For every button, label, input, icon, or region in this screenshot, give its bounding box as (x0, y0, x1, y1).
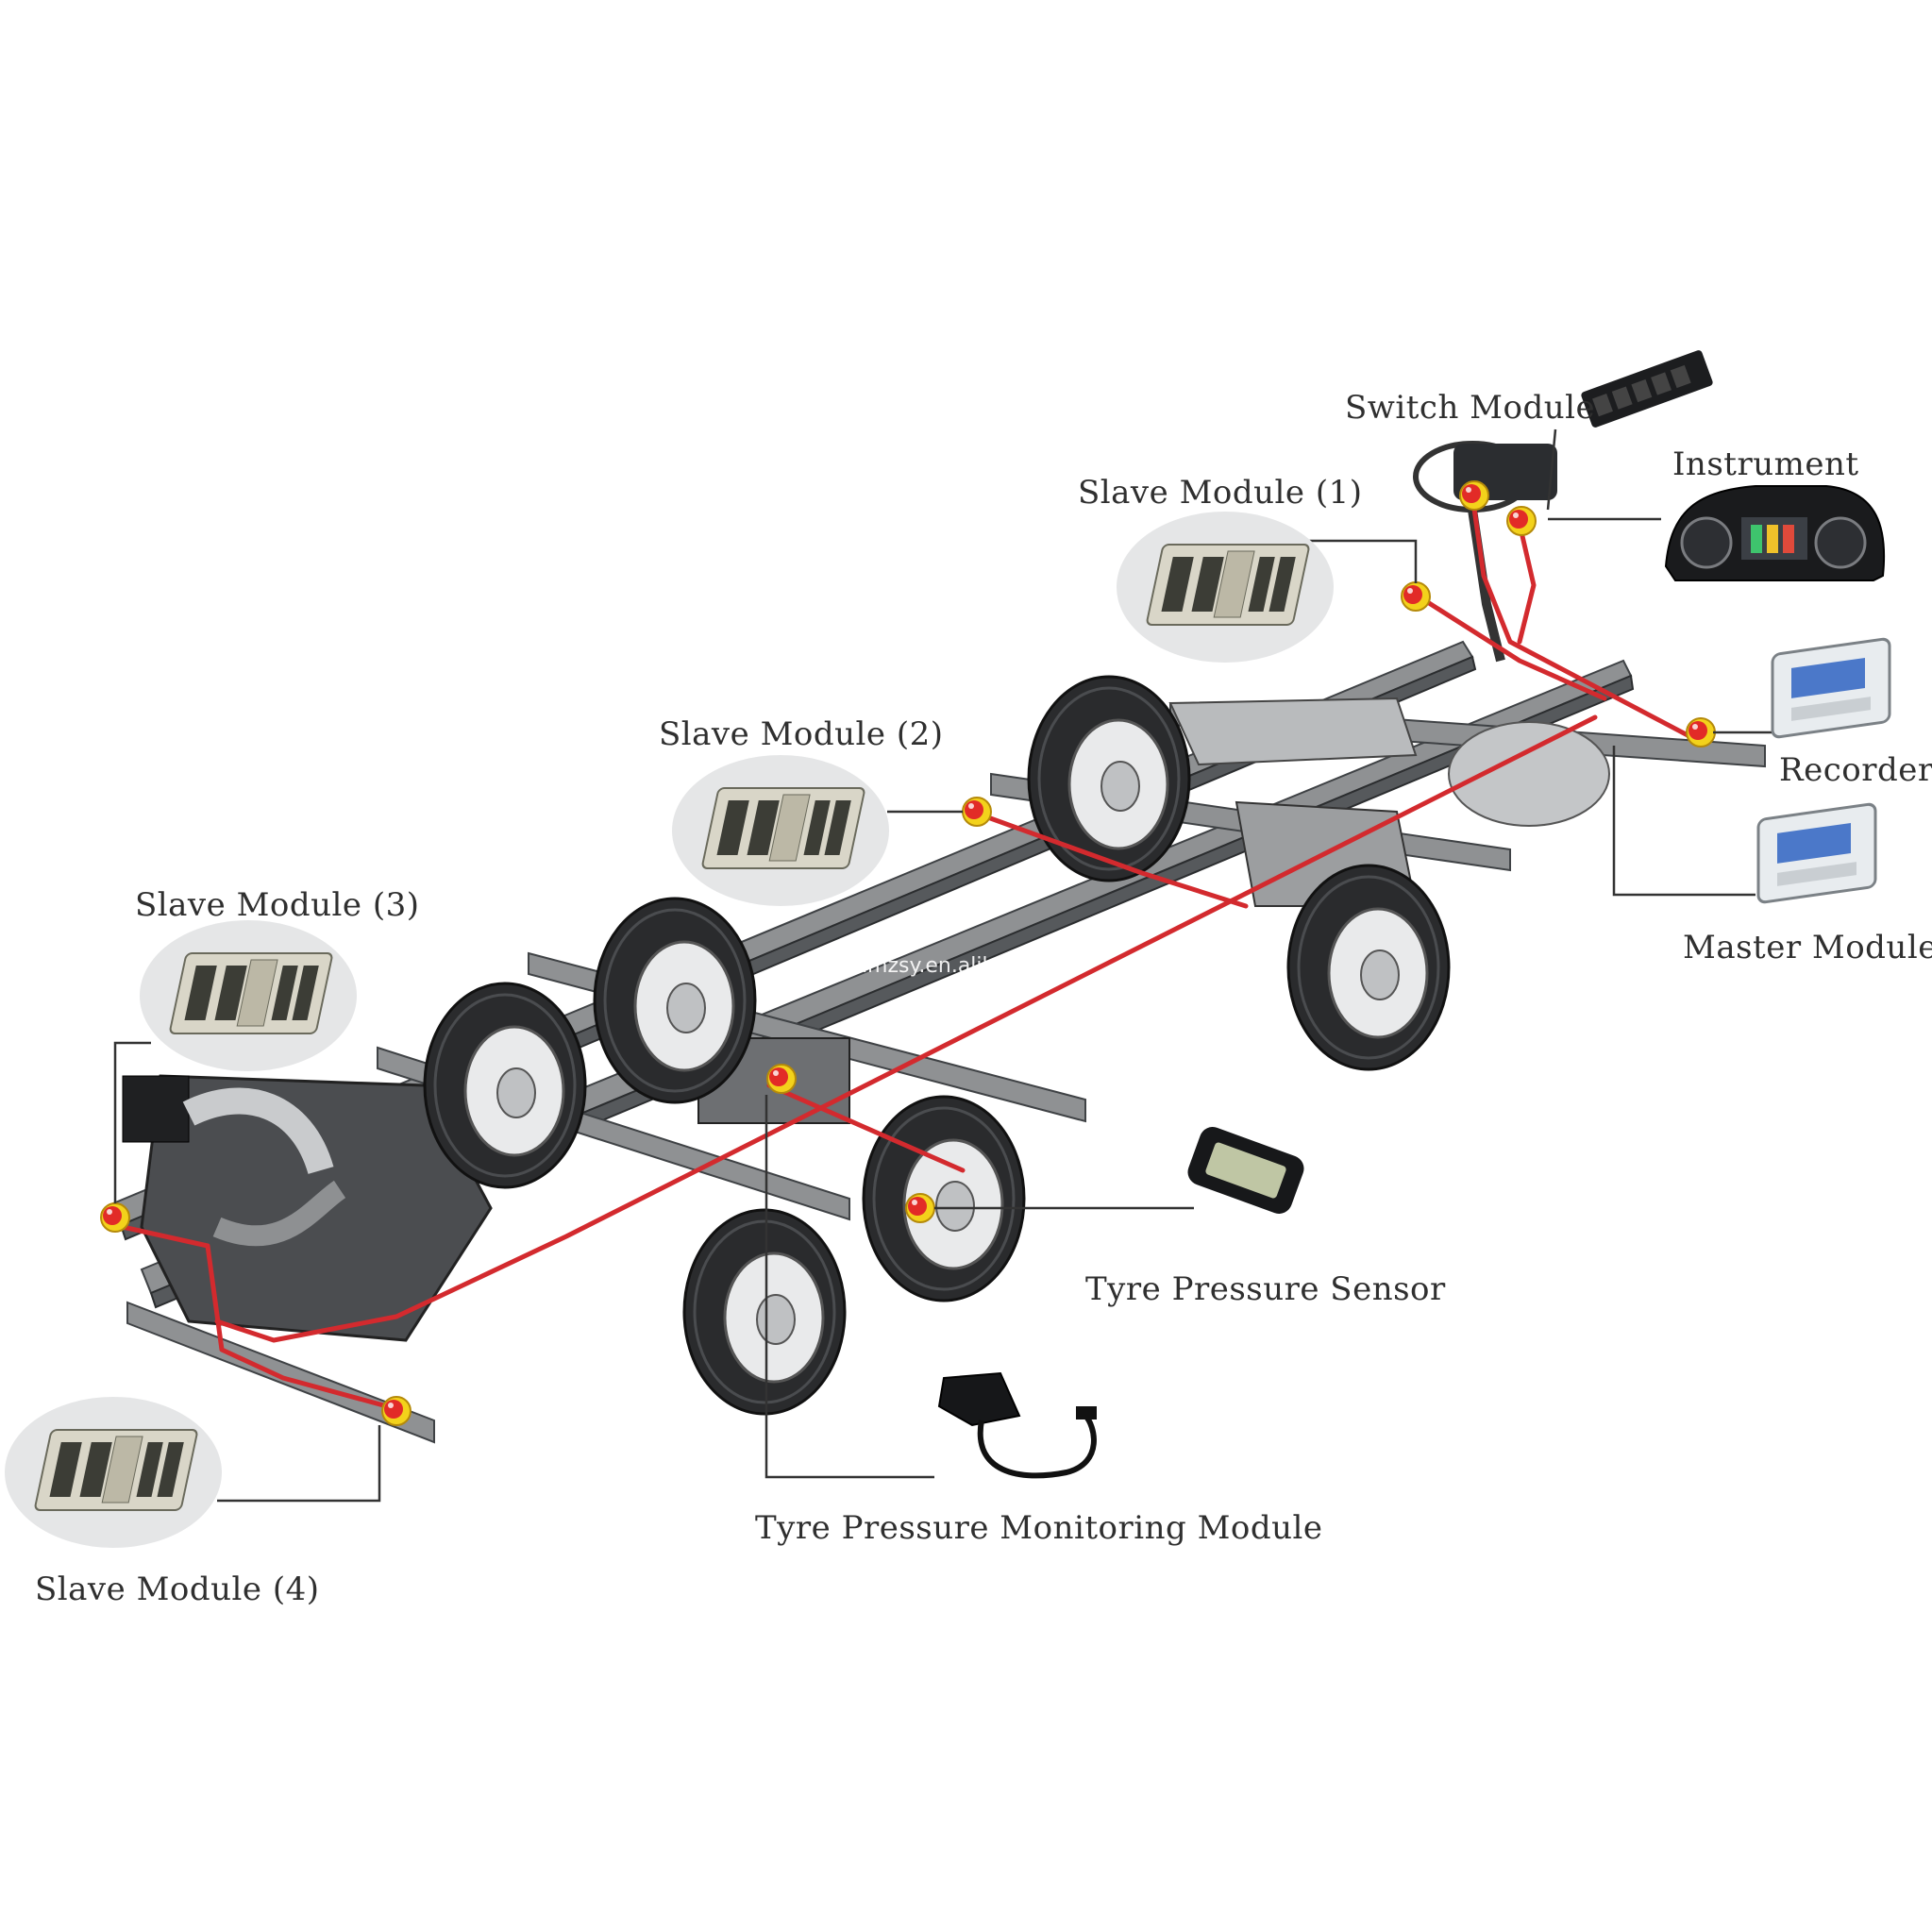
label-tyre-pressure-monitoring-module: Tyre Pressure Monitoring Module (755, 1509, 1323, 1547)
slave-module-2-image (671, 754, 890, 907)
master-module-image (1756, 802, 1877, 904)
can-bus-wiring (120, 493, 1692, 1409)
slave-module-1-image (1116, 511, 1335, 664)
slave-module-4-image (4, 1396, 223, 1549)
node-slave-3 (100, 1202, 130, 1233)
label-slave-module-2: Slave Module (2) (659, 715, 943, 753)
node-slave-2 (962, 797, 992, 827)
instrument-image (1664, 485, 1886, 581)
node-tpm-module (766, 1064, 797, 1094)
label-slave-module-1: Slave Module (1) (1078, 474, 1362, 512)
labels: Switch Module Instrument Slave Module (1… (35, 389, 1932, 1608)
label-tyre-pressure-sensor: Tyre Pressure Sensor (1085, 1270, 1446, 1308)
label-slave-module-4: Slave Module (4) (35, 1571, 319, 1608)
node-master (1686, 717, 1716, 748)
label-recorder: Recorder (1779, 751, 1932, 789)
label-slave-module-3: Slave Module (3) (135, 886, 419, 924)
slave-module-3-image (139, 919, 358, 1072)
tyre-pressure-monitoring-module-image (937, 1371, 1097, 1479)
watermark: cnmzsy.en.alibaba.com (843, 954, 1084, 978)
switch-module-image (1581, 350, 1713, 428)
recorder-image (1771, 637, 1891, 739)
node-slave-1 (1401, 581, 1431, 612)
node-switch (1459, 480, 1489, 511)
node-slave-4 (381, 1396, 412, 1426)
label-master-module: Master Module (1683, 929, 1932, 966)
label-switch-module: Switch Module (1345, 389, 1595, 427)
tyre-pressure-sensor-image (1187, 1127, 1304, 1214)
leader-lines (113, 428, 1784, 1503)
node-tyre-sensor (905, 1193, 935, 1223)
node-instrument (1506, 506, 1537, 536)
steering-assembly (1413, 441, 1557, 663)
label-instrument: Instrument (1672, 445, 1859, 483)
